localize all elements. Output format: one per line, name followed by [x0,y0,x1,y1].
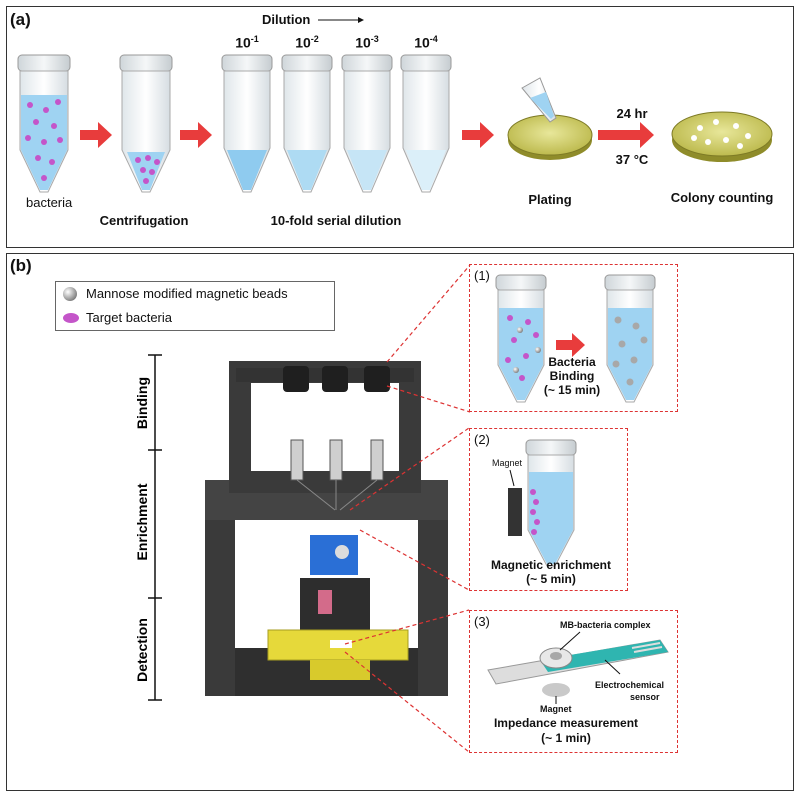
step3-box [469,610,678,753]
centrifugation-label: Centrifugation [99,213,189,228]
dilution-tube-2 [281,54,333,193]
arrow-1 [80,122,112,148]
step2-magnet: Magnet [492,458,523,468]
step3-num: (3) [474,614,490,629]
stage-detection: Detection [134,618,150,682]
plating-dish [507,77,593,160]
panel-b [6,253,794,791]
bacteria-legend-icon [63,313,79,323]
stage-binding: Binding [134,376,150,430]
legend-beads: Mannose modified magnetic beads [86,286,288,301]
dilution-label-2: 10-2 [295,34,319,51]
step3-line2: (~ 1 min) [541,731,591,745]
dilution-label-1: 10-1 [235,34,259,51]
step1-line3: (~ 15 min) [543,383,601,397]
panel-b-label: (b) [10,256,32,275]
serial-dilution-label: 10-fold serial dilution [270,213,402,228]
arrow-2 [180,122,212,148]
step2-line1: Magnetic enrichment [490,558,612,572]
tube-centrifuged [119,54,173,193]
plating-label: Plating [528,192,572,207]
step3-sensor1: Electrochemical [595,680,665,690]
temp-label: 37 °C [615,152,649,167]
stage-enrichment: Enrichment [134,483,150,561]
dilution-label-3: 10-3 [355,34,379,51]
step1-arrow [556,333,585,357]
legend-bacteria: Target bacteria [86,310,172,325]
arrow-4 [598,122,654,148]
step2-line2: (~ 5 min) [526,572,576,586]
step1-line1: Bacteria [548,355,596,369]
colony-counting-label: Colony counting [670,190,774,205]
step2-box [469,428,628,591]
step3-line1: Impedance measurement [493,716,639,730]
step1-num: (1) [474,268,490,283]
step3-magnet: Magnet [540,704,572,714]
callout-lines [344,264,471,753]
step1-tube-before [495,274,547,403]
panel-a-label: (a) [10,10,31,29]
step1-line2: Binding [549,369,595,383]
step3-sensor [487,631,669,704]
dilution-tube-3 [341,54,393,193]
step2-num: (2) [474,432,490,447]
tube-sample [17,54,71,193]
dilution-tube-4 [400,54,452,193]
arrow-3 [462,122,494,148]
dilution-header: Dilution [262,12,311,27]
step3-complex: MB-bacteria complex [560,620,651,630]
device-illustration [205,361,448,696]
legend-box [55,281,335,331]
step1-box [469,264,678,412]
step3-sensor2: sensor [630,692,660,702]
bead-legend-icon [63,287,77,301]
step2-tube [508,439,577,567]
dilution-label-4: 10-4 [414,34,438,51]
stage-brackets [148,354,162,701]
dilution-tube-1 [221,54,273,193]
colony-dish [671,111,773,162]
bacteria-label: bacteria [26,195,73,210]
step1-tube-after [604,274,656,403]
time-label: 24 hr [616,106,648,121]
